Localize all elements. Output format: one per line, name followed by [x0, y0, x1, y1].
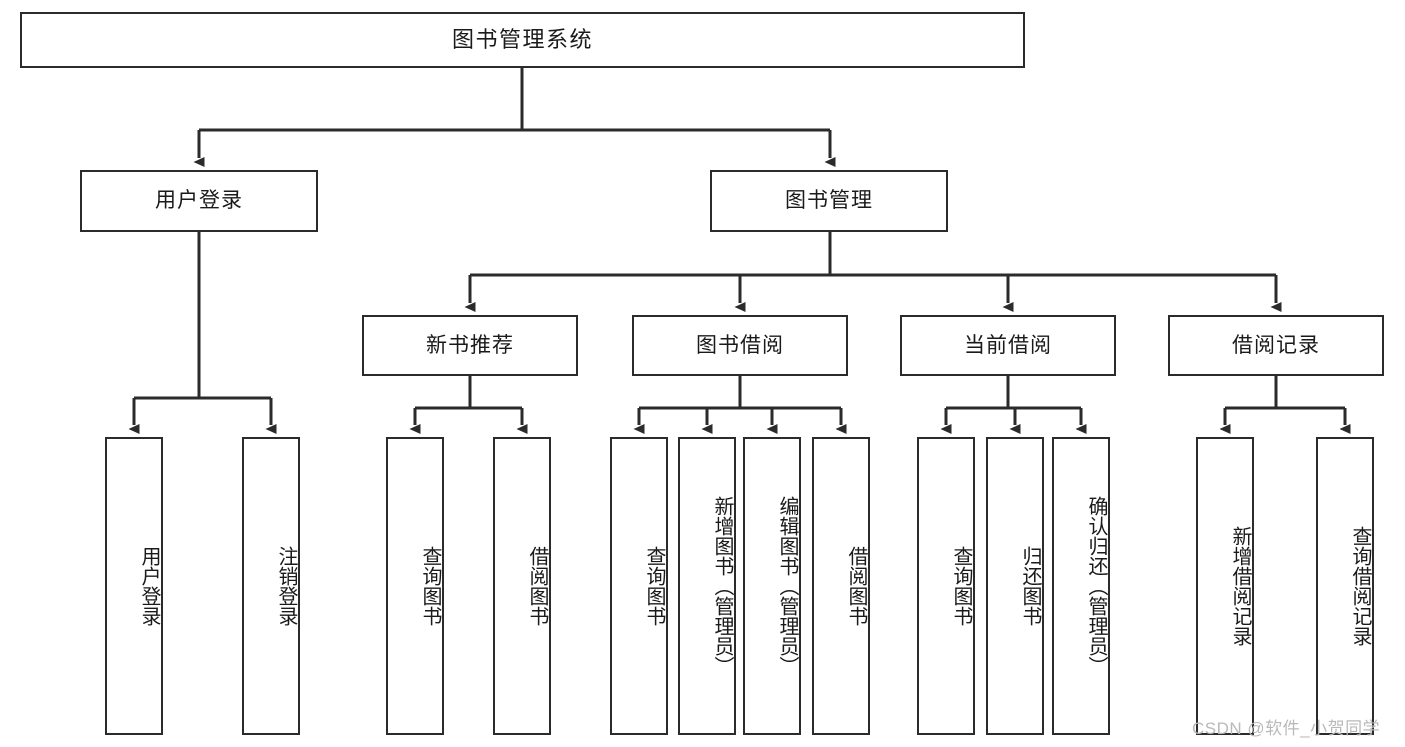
node-label: 借阅图书 — [526, 546, 548, 626]
node-label: 查询图书 — [643, 546, 665, 626]
node-leaf-return-book[interactable]: 归还图书 — [986, 437, 1044, 735]
node-label: 图书管理系统 — [451, 26, 593, 52]
node-leaf-query-book-recommend[interactable]: 查询图书 — [386, 437, 444, 735]
node-leaf-user-login[interactable]: 用户登录 — [105, 437, 163, 735]
node-label: 当前借阅 — [964, 333, 1052, 357]
node-label: 新书推荐 — [426, 333, 514, 357]
node-leaf-edit-book-admin[interactable]: 编辑图书（管理员） — [743, 437, 801, 735]
node-leaf-add-borrow-record[interactable]: 新增借阅记录 — [1196, 437, 1254, 735]
node-leaf-logout[interactable]: 注销登录 — [242, 437, 300, 735]
node-label: 用户登录 — [138, 546, 160, 626]
node-label: 用户登录 — [155, 189, 243, 213]
csdn-watermark: CSDN @软件_小贺同学 — [1192, 719, 1381, 738]
node-label: 图书借阅 — [696, 333, 784, 357]
node-label: 确认归还（管理员） — [1085, 496, 1107, 676]
node-leaf-borrow-book-recommend[interactable]: 借阅图书 — [493, 437, 551, 735]
node-book-borrow[interactable]: 图书借阅 — [632, 315, 848, 376]
node-leaf-query-borrow-record[interactable]: 查询借阅记录 — [1316, 437, 1374, 735]
node-label: 借阅图书 — [845, 546, 867, 626]
node-user-login[interactable]: 用户登录 — [80, 170, 318, 232]
node-current-borrow[interactable]: 当前借阅 — [900, 315, 1116, 376]
node-label: 新增图书（管理员） — [711, 496, 733, 676]
node-root-library-management-system[interactable]: 图书管理系统 — [20, 12, 1025, 68]
node-leaf-query-book-current[interactable]: 查询图书 — [917, 437, 975, 735]
node-label: 借阅记录 — [1232, 333, 1320, 357]
node-new-book-recommend[interactable]: 新书推荐 — [362, 315, 578, 376]
node-leaf-query-book-borrow[interactable]: 查询图书 — [610, 437, 668, 735]
node-label: 查询借阅记录 — [1349, 526, 1371, 646]
node-label: 归还图书 — [1019, 546, 1041, 626]
node-leaf-borrow-book[interactable]: 借阅图书 — [812, 437, 870, 735]
node-borrow-record[interactable]: 借阅记录 — [1168, 315, 1384, 376]
node-leaf-add-book-admin[interactable]: 新增图书（管理员） — [678, 437, 736, 735]
node-label: 注销登录 — [275, 546, 297, 626]
node-label: 编辑图书（管理员） — [776, 496, 798, 676]
node-label: 新增借阅记录 — [1229, 526, 1251, 646]
node-leaf-confirm-return-admin[interactable]: 确认归还（管理员） — [1052, 437, 1110, 735]
node-label: 图书管理 — [785, 189, 873, 213]
node-label: 查询图书 — [419, 546, 441, 626]
node-book-management[interactable]: 图书管理 — [710, 170, 948, 232]
node-label: 查询图书 — [950, 546, 972, 626]
